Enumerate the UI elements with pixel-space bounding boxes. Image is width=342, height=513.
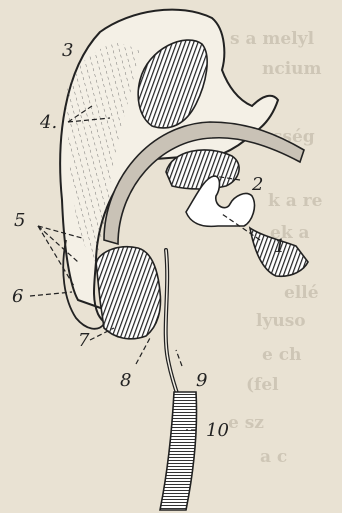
label-6: 6 [12,286,23,307]
bg-text-line: e ch [262,345,301,365]
bg-text-line: s a melyl [230,29,315,49]
label-5: 5 [14,210,25,231]
label-1: 1 [274,236,285,257]
label-2: 2 [251,174,263,195]
bg-text-line: ellé [284,283,319,303]
bg-text-line: a c [260,447,287,467]
label-8: 8 [120,370,131,391]
trachea [160,392,197,510]
bg-text-line: (fel [246,375,279,395]
leader-line-8 [136,338,150,364]
bg-text-line: k a re [268,191,323,211]
pharynx-mass [96,247,160,339]
label-7: 7 [78,330,90,351]
label-3: 3 [62,40,73,61]
label-4: 4. [39,112,57,133]
bg-text-line: ncium [262,59,322,79]
label-10: 10 [206,420,229,441]
label-9: 9 [196,370,207,391]
bg-text-line: lyuso [256,311,306,331]
leader-line-9 [176,350,182,366]
bg-text-line: e sz [228,413,264,433]
